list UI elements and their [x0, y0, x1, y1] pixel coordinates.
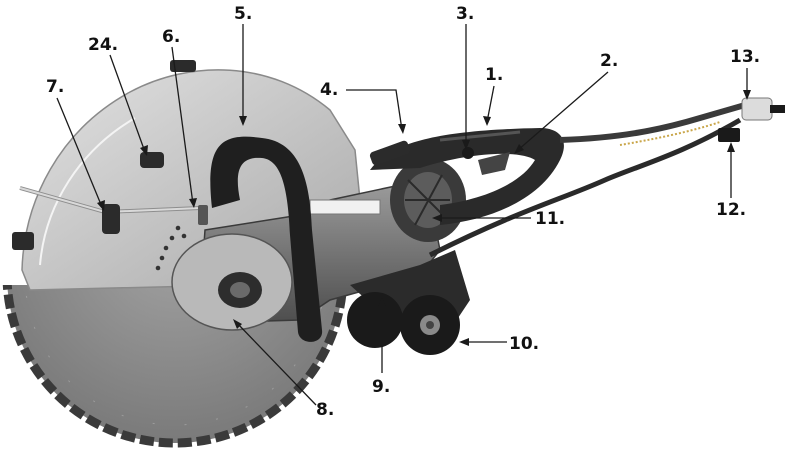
wheel-rear: [347, 292, 403, 348]
callout-2: 2.: [600, 51, 618, 71]
leader-24: [109, 54, 146, 153]
callout-1: 1.: [485, 65, 503, 85]
water-hose: [428, 117, 742, 258]
callout-4: 4.: [320, 80, 338, 100]
callout-13: 13.: [730, 47, 760, 67]
trigger: [478, 152, 510, 175]
callout-5: 5.: [234, 4, 252, 24]
rating-plate: [309, 199, 381, 215]
hose-coupling: [741, 97, 773, 121]
front-handle: [210, 136, 323, 342]
lock-button: [462, 147, 474, 159]
leader-7: [56, 97, 103, 208]
callout-3: 3.: [456, 4, 474, 24]
leader-lines: [56, 24, 751, 406]
guard-clamp: [12, 232, 34, 250]
spindle-lock: [369, 140, 411, 166]
callout-6: 6.: [162, 27, 180, 47]
callout-12: 12.: [716, 200, 746, 220]
leader-1: [486, 85, 495, 123]
callout-10: 10.: [509, 334, 539, 354]
leader-4: [346, 89, 403, 131]
power-cable: [559, 102, 746, 143]
hose-connector: [718, 128, 740, 142]
callout-11: 11.: [535, 209, 565, 229]
saw-body: [2, 60, 785, 448]
leader-2: [517, 71, 609, 151]
callout-8: 8.: [316, 400, 334, 420]
callout-labels: 1. 2. 3. 4. 5. 6. 7. 8. 9. 10. 11. 12. 1…: [46, 4, 760, 420]
callout-7: 7.: [46, 77, 64, 97]
guard-top-knob: [170, 60, 196, 72]
leader-6: [171, 46, 194, 205]
callout-9: 9.: [372, 377, 390, 397]
guard-lock-lever: [140, 152, 164, 168]
callout-24: 24.: [88, 35, 118, 55]
leader-8: [235, 321, 317, 406]
water-valve: [102, 204, 120, 234]
